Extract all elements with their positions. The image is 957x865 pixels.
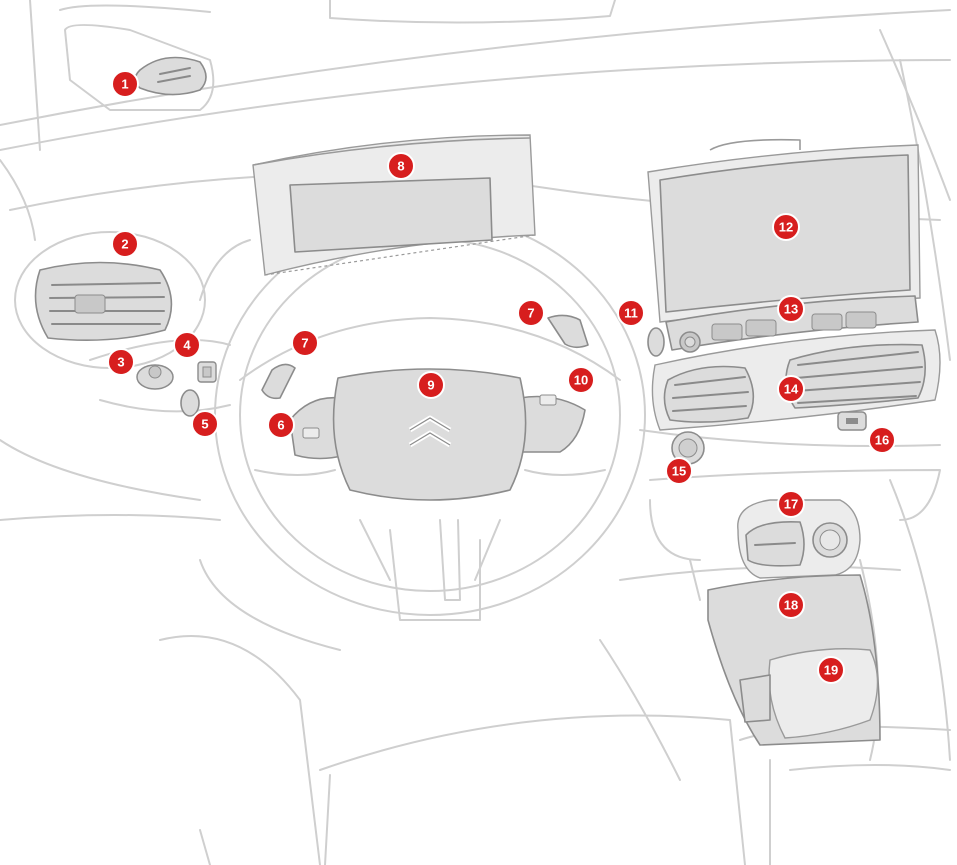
marker-19: 19 (817, 656, 845, 684)
marker-6: 6 (267, 411, 295, 439)
side-switch (647, 327, 665, 357)
svg-text:8: 8 (397, 159, 404, 174)
marker-14: 14 (777, 375, 805, 403)
left-stalk (261, 363, 296, 400)
instrument-cluster (252, 134, 536, 276)
usb-socket (837, 411, 867, 431)
svg-text:5: 5 (201, 417, 208, 432)
svg-text:7: 7 (301, 336, 308, 351)
marker-1: 1 (111, 70, 139, 98)
marker-12: 12 (772, 213, 800, 241)
marker-11: 11 (617, 299, 645, 327)
marker-3: 3 (107, 348, 135, 376)
svg-text:4: 4 (183, 338, 191, 353)
right-stalk (547, 314, 589, 349)
marker-10: 10 (567, 366, 595, 394)
lighting-knob (180, 389, 200, 417)
marker-16: 16 (868, 426, 896, 454)
svg-text:6: 6 (277, 418, 284, 433)
steering-hub (332, 368, 527, 501)
svg-text:14: 14 (784, 382, 799, 397)
svg-text:13: 13 (784, 302, 798, 317)
svg-text:3: 3 (117, 355, 124, 370)
marker-17: 17 (777, 490, 805, 518)
marker-4: 4 (173, 331, 201, 359)
svg-text:16: 16 (875, 433, 889, 448)
svg-text:18: 18 (784, 598, 798, 613)
control-panel (665, 295, 919, 353)
right-wheel-switches (519, 394, 586, 453)
marker-8: 8 (387, 152, 415, 180)
svg-text:19: 19 (824, 663, 838, 678)
marker-15: 15 (665, 457, 693, 485)
mirror-control (136, 364, 174, 390)
gear-lever (739, 648, 879, 739)
svg-text:2: 2 (121, 237, 128, 252)
svg-text:7: 7 (527, 306, 534, 321)
svg-text:12: 12 (779, 220, 793, 235)
marker-5: 5 (191, 410, 219, 438)
marker-7-right: 7 (517, 299, 545, 327)
svg-text:1: 1 (121, 77, 128, 92)
marker-2: 2 (111, 230, 139, 258)
svg-text:10: 10 (574, 373, 588, 388)
marker-layer: 1 2 3 4 5 6 7 7 8 9 10 11 12 13 14 (107, 70, 896, 684)
marker-18: 18 (777, 591, 805, 619)
svg-text:17: 17 (784, 497, 798, 512)
marker-7-left: 7 (291, 329, 319, 357)
svg-text:9: 9 (427, 378, 434, 393)
rotary-knob (671, 431, 705, 465)
svg-text:15: 15 (672, 464, 686, 479)
marker-9: 9 (417, 371, 445, 399)
marker-13: 13 (777, 295, 805, 323)
switch-panel (197, 361, 217, 383)
svg-text:11: 11 (624, 306, 638, 321)
interior-light (134, 56, 207, 96)
console-controls (737, 499, 861, 579)
left-vent (34, 261, 173, 341)
